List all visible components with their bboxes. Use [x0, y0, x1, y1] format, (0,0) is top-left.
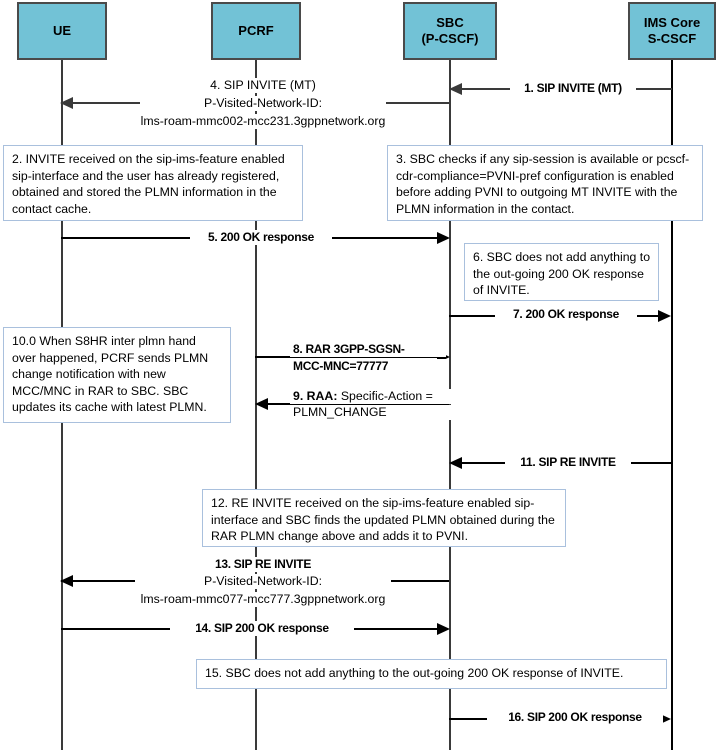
actor-ims-core-sublabel: S-CSCF: [647, 31, 697, 46]
message-13-label: 13. SIP RE INVITE: [135, 557, 391, 572]
note-10: 10.0 When S8HR inter plmn hand over happ…: [3, 327, 231, 423]
message-4-label: 4. SIP INVITE (MT): [140, 78, 386, 93]
message-13-label-line3: lms-roam-mmc077-mcc777.3gppnetwork.org: [105, 592, 421, 607]
message-4-label-line2: P-Visited-Network-ID:: [140, 96, 386, 111]
actor-pcrf-label: PCRF: [238, 23, 274, 38]
message-7-label: 7. 200 OK response: [495, 307, 637, 322]
message-8-label: 8. RAR 3GPP-SGSN-: [290, 342, 446, 357]
message-9-label-line2: PLMN_CHANGE: [290, 405, 456, 420]
actor-sbc-sublabel: (P-CSCF): [421, 31, 479, 46]
message-11-arrowhead: [449, 457, 462, 469]
note-2: 2. INVITE received on the sip-ims-featur…: [3, 145, 303, 221]
note-15: 15. SBC does not add anything to the out…: [196, 659, 667, 689]
message-9-label-key: 9. RAA:: [293, 389, 338, 403]
note-6: 6. SBC does not add anything to the out-…: [464, 243, 659, 301]
lifeline-imscore: [671, 60, 673, 750]
message-1-arrowhead: [449, 83, 462, 95]
actor-pcrf: PCRF: [211, 2, 301, 60]
message-1-label: 1. SIP INVITE (MT): [510, 81, 636, 96]
note-3: 3. SBC checks if any sip-session is avai…: [387, 145, 703, 221]
actor-sbc: SBC (P-CSCF): [403, 2, 497, 60]
actor-ue-label: UE: [52, 23, 72, 38]
message-9-arrowhead: [255, 398, 268, 410]
message-4-label-line3: lms-roam-mmc002-mcc231.3gppnetwork.org: [110, 114, 416, 129]
message-4-arrowhead: [60, 97, 73, 109]
message-9-label-rest: Specific-Action =: [337, 389, 433, 403]
message-5-arrowhead: [437, 232, 450, 244]
message-7-arrowhead: [658, 310, 671, 322]
message-14-label: 14. SIP 200 OK response: [170, 621, 354, 636]
actor-ue: UE: [17, 2, 107, 60]
message-11-label: 11. SIP RE INVITE: [505, 455, 631, 470]
message-8-label-line2: MCC-MNC=77777: [290, 359, 446, 374]
message-9-label: 9. RAA: Specific-Action =: [290, 389, 456, 404]
message-14-arrowhead: [437, 623, 450, 635]
actor-ims-core: IMS Core S-CSCF: [628, 2, 716, 60]
actor-sbc-label: SBC: [436, 15, 464, 30]
message-13-arrowhead: [60, 575, 73, 587]
actor-ims-core-label: IMS Core: [643, 15, 701, 30]
message-5-label: 5. 200 OK response: [190, 230, 332, 245]
message-16-label: 16. SIP 200 OK response: [487, 710, 663, 725]
message-13-label-line2: P-Visited-Network-ID:: [135, 574, 391, 589]
note-12: 12. RE INVITE received on the sip-ims-fe…: [202, 489, 566, 547]
